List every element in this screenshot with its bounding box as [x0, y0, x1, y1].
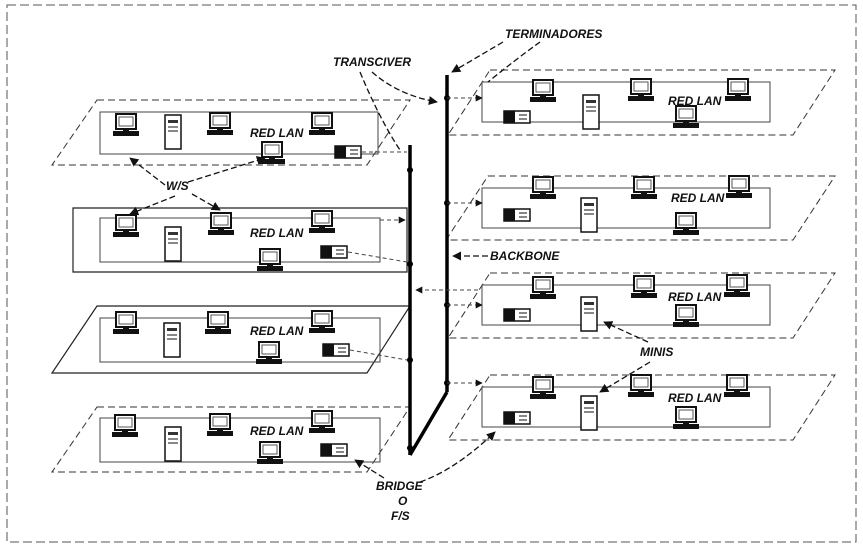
minicomputer-icon [580, 395, 598, 431]
left-lan-1: RED LAN [51, 99, 411, 166]
workstation-icon [256, 441, 284, 465]
workstation-icon [256, 248, 284, 272]
workstation-icon [529, 276, 557, 300]
backbone [380, 75, 483, 456]
red-lan-label: RED LAN [250, 226, 304, 240]
backbone-label: BACKBONE [490, 249, 560, 263]
workstation-icon [529, 176, 557, 200]
workstation-icon [672, 304, 700, 328]
workstation-icon [672, 105, 700, 129]
right-lan-2: RED LAN [445, 175, 836, 241]
server-icon [164, 426, 182, 462]
workstation-icon [112, 214, 140, 238]
minicomputer-icon [580, 296, 598, 332]
bridge-label: BRIDGE [376, 479, 424, 493]
workstation-icon [630, 176, 658, 200]
workstation-icon [724, 78, 752, 102]
workstation-icon [258, 141, 286, 165]
workstation-icon [529, 376, 557, 400]
red-lan-label: RED LAN [668, 290, 722, 304]
transceiver-label: TRANSCIVER [333, 55, 411, 69]
workstation-icon [672, 212, 700, 236]
workstation-icon [206, 413, 234, 437]
right-lan-3: RED LAN [447, 272, 836, 339]
workstation-icon [308, 210, 336, 234]
transceiver-icon [503, 411, 531, 425]
workstation-icon [723, 274, 751, 298]
left-lan-4: RED LAN [51, 406, 411, 473]
workstation-icon [112, 311, 140, 335]
transceiver-icon [334, 145, 362, 159]
workstation-icon [308, 410, 336, 434]
workstation-icon [111, 414, 139, 438]
server-icon [164, 114, 182, 150]
workstation-icon [308, 310, 336, 334]
transceiver-icon [322, 343, 350, 357]
transceiver-icon [503, 308, 531, 322]
workstation-icon [725, 175, 753, 199]
transceiver-icon [320, 245, 348, 259]
server-icon [164, 226, 182, 262]
workstation-icon [627, 374, 655, 398]
server-icon [582, 94, 600, 130]
left-lan-2: RED LAN [72, 207, 408, 273]
workstation-icon [630, 275, 658, 299]
workstation-icon [723, 374, 751, 398]
annotations: TERMINADORES TRANSCIVER W/S BACKBONE MIN… [129, 27, 673, 523]
red-lan-label: RED LAN [250, 126, 304, 140]
minis-label: MINIS [640, 345, 673, 359]
workstation-icon [627, 78, 655, 102]
red-lan-label: RED LAN [668, 94, 722, 108]
transceiver-icon [503, 110, 531, 124]
server-icon [163, 322, 181, 358]
ws-label: W/S [166, 179, 189, 193]
bridge-label-o: O [398, 494, 408, 508]
red-lan-label: RED LAN [668, 391, 722, 405]
workstation-icon [255, 341, 283, 365]
terminators-label: TERMINADORES [505, 27, 602, 41]
red-lan-label: RED LAN [671, 191, 725, 205]
server-icon [580, 197, 598, 233]
red-lan-label: RED LAN [250, 324, 304, 338]
workstation-icon [206, 112, 234, 136]
workstation-icon [308, 112, 336, 136]
diagram-frame [6, 4, 857, 543]
right-lan-4: RED LAN [447, 374, 836, 441]
left-lan-3: RED LAN [50, 305, 412, 374]
workstation-icon [207, 212, 235, 236]
bridge-label-fs: F/S [391, 509, 410, 523]
transceiver-icon [503, 208, 531, 222]
workstation-icon [672, 406, 700, 430]
right-lan-1: RED LAN [447, 69, 836, 136]
workstation-icon [529, 79, 557, 103]
workstation-icon [204, 311, 232, 335]
red-lan-label: RED LAN [250, 424, 304, 438]
bridge-icon [320, 443, 348, 457]
workstation-icon [112, 113, 140, 137]
